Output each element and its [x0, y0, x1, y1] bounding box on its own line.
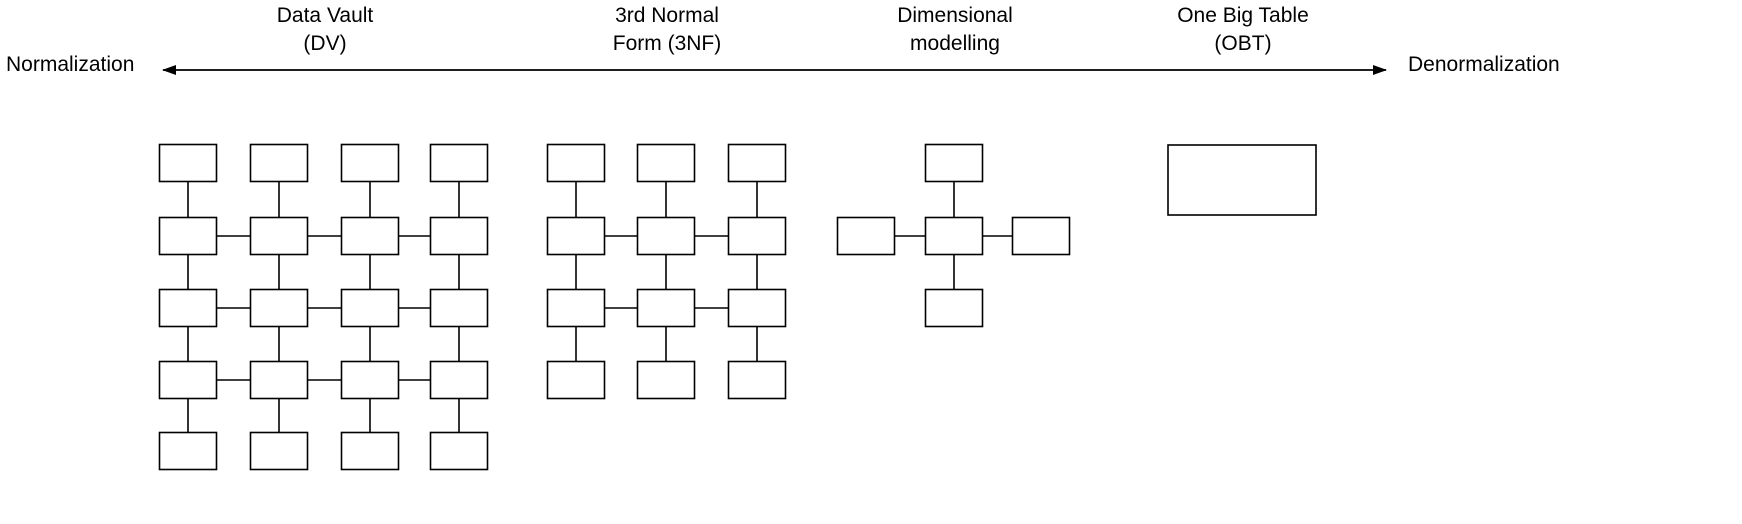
table-box: [429, 143, 489, 183]
table-box: [249, 360, 309, 400]
table-box: [727, 216, 787, 256]
table-box: [429, 431, 489, 471]
table-box: [340, 288, 400, 328]
approach-label-line: One Big Table: [1177, 4, 1309, 27]
approach-label-line: (DV): [303, 32, 347, 55]
table-box: [546, 360, 606, 400]
table-box: [158, 288, 218, 328]
table-box: [727, 360, 787, 400]
table-box: [636, 216, 696, 256]
table-box: [340, 431, 400, 471]
table-box: [546, 288, 606, 328]
table-box: [636, 288, 696, 328]
table-box: [249, 216, 309, 256]
table-box: [249, 431, 309, 471]
table-box: [546, 143, 606, 183]
approach-label-dimensional-modelling: Dimensional modelling: [897, 2, 1013, 58]
table-box: [727, 288, 787, 328]
table-box: [158, 431, 218, 471]
table-box: [158, 143, 218, 183]
table-box: [158, 216, 218, 256]
table-box: [158, 360, 218, 400]
denormalization-label: Denormalization: [1408, 53, 1560, 76]
approach-label-line: modelling: [910, 32, 1000, 55]
table-box: [924, 288, 984, 328]
table-box: [429, 288, 489, 328]
normalization-label: Normalization: [6, 53, 135, 76]
third-normal-form-schema: [546, 143, 787, 400]
approach-label-line: (OBT): [1214, 32, 1272, 55]
table-box: [249, 288, 309, 328]
table-box: [636, 143, 696, 183]
table-box: [249, 143, 309, 183]
table-box: [429, 360, 489, 400]
approach-label-line: Data Vault: [276, 4, 374, 27]
approach-label-one-big-table: One Big Table (OBT): [1177, 2, 1309, 58]
table-box: [1167, 144, 1317, 216]
one-big-table-schema: [1167, 144, 1317, 216]
approach-label-third-normal-form: 3rd Normal Form (3NF): [613, 2, 722, 58]
data-vault-schema: [158, 143, 489, 471]
table-box: [836, 216, 896, 256]
table-box: [727, 143, 787, 183]
table-box: [924, 216, 984, 256]
approach-label-line: Dimensional: [897, 4, 1013, 27]
table-box: [1011, 216, 1071, 256]
table-box: [546, 216, 606, 256]
table-box: [340, 216, 400, 256]
dimensional-modelling-schema: [836, 143, 1071, 328]
approach-label-data-vault: Data Vault (DV): [277, 2, 374, 58]
table-box: [429, 216, 489, 256]
approach-label-line: Form (3NF): [612, 32, 722, 55]
table-box: [340, 143, 400, 183]
table-box: [340, 360, 400, 400]
table-box: [636, 360, 696, 400]
table-box: [924, 143, 984, 183]
approach-label-line: 3rd Normal: [615, 4, 719, 27]
